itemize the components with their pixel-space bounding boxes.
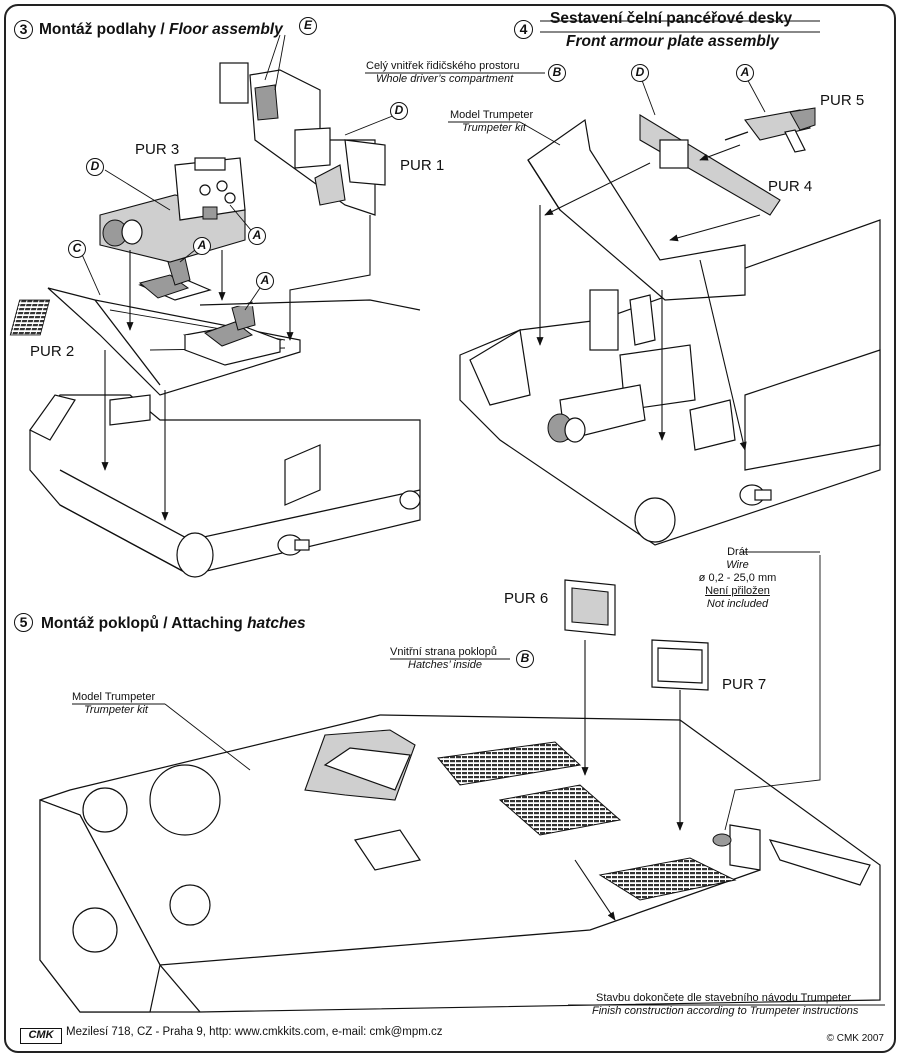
section-3-title: Montáž podlahy / Floor assembly — [39, 21, 283, 39]
hatches-inside-en: Hatches’ inside — [408, 659, 482, 671]
letter-e-marker: E — [299, 17, 317, 35]
pur4-label: PUR 4 — [768, 178, 813, 195]
page-frame — [4, 4, 896, 1053]
section-5-title-en: hatches — [247, 615, 306, 632]
driver-compartment-caption: Celý vnitřek řidičského prostoru Whole d… — [366, 60, 519, 86]
letter-d-marker-floor: D — [86, 158, 104, 176]
finish-construction-en: Finish construction according to Trumpet… — [592, 1005, 859, 1017]
floor-assembly-drawing — [9, 62, 421, 578]
wire-caption: Drát Wire ø 0,2 - 25,0 mm Není přiložen … — [690, 546, 785, 611]
letter-d-marker-armour: D — [631, 64, 649, 82]
pur6-label: PUR 6 — [504, 590, 549, 607]
wire-size: ø 0,2 - 25,0 mm — [698, 572, 777, 584]
model-trumpeter-cz-2: Model Trumpeter — [72, 691, 156, 703]
pur3-label: PUR 3 — [135, 141, 180, 158]
section-5-title-cz: Montáž poklopů / Attaching — [41, 615, 248, 632]
hatches-inside-caption: Vnitřní strana poklopů Hatches’ inside — [390, 646, 497, 672]
step-5-number: 5 — [14, 613, 33, 632]
section-3-title-cz: Montáž podlahy / — [39, 21, 170, 38]
cmk-logo: CMK — [20, 1028, 62, 1044]
pur2-label: PUR 2 — [30, 343, 75, 360]
wire-not-included-cz: Není přiložen — [705, 585, 770, 597]
footer-address: Mezilesí 718, CZ - Praha 9, http: www.cm… — [66, 1026, 443, 1038]
model-trumpeter-en-2: Trumpeter kit — [84, 704, 148, 716]
model-trumpeter-caption-2: Model Trumpeter Trumpeter kit — [72, 691, 155, 717]
step-3-number: 3 — [14, 20, 33, 39]
model-trumpeter-cz: Model Trumpeter — [450, 109, 534, 121]
section-3-title-en: Floor assembly — [169, 21, 283, 38]
letter-b-marker-hatch: B — [516, 650, 534, 668]
leader-lines — [72, 20, 885, 1006]
wire-en: Wire — [726, 559, 749, 571]
letter-a-marker-gun: A — [736, 64, 754, 82]
hatches-drawing — [39, 551, 881, 1013]
wire-not-included-en: Not included — [706, 598, 769, 610]
section-5-title: Montáž poklopů / Attaching hatches — [41, 615, 306, 633]
finish-construction-caption: Stavbu dokončete dle stavebního návodu T… — [592, 992, 858, 1018]
letter-c-marker: C — [68, 240, 86, 258]
model-trumpeter-caption: Model Trumpeter Trumpeter kit — [450, 109, 533, 135]
letter-b-marker: B — [548, 64, 566, 82]
driver-compartment-cz: Celý vnitřek řidičského prostoru — [366, 60, 520, 72]
model-trumpeter-en: Trumpeter kit — [462, 122, 526, 134]
step-4-number: 4 — [514, 20, 533, 39]
front-armour-drawing — [459, 107, 881, 546]
driver-compartment-en: Whole driver’s compartment — [376, 73, 514, 85]
section-4-title-cz: Sestavení čelní pancéřové desky — [550, 10, 793, 27]
pur5-label: PUR 5 — [820, 92, 865, 109]
finish-construction-cz: Stavbu dokončete dle stavebního návodu T… — [596, 992, 852, 1004]
letter-a-marker-box: A — [248, 227, 266, 245]
letter-d-marker: D — [390, 102, 408, 120]
section-4-title-en: Front armour plate assembly — [566, 33, 779, 50]
hatches-inside-cz: Vnitřní strana poklopů — [390, 646, 498, 658]
letter-a-marker-seat2: A — [256, 272, 274, 290]
pur1-label: PUR 1 — [400, 157, 445, 174]
wire-cz: Drát — [727, 546, 748, 558]
copyright: © CMK 2007 — [826, 1033, 884, 1044]
letter-a-marker-seat1: A — [193, 237, 211, 255]
pur7-label: PUR 7 — [722, 676, 767, 693]
